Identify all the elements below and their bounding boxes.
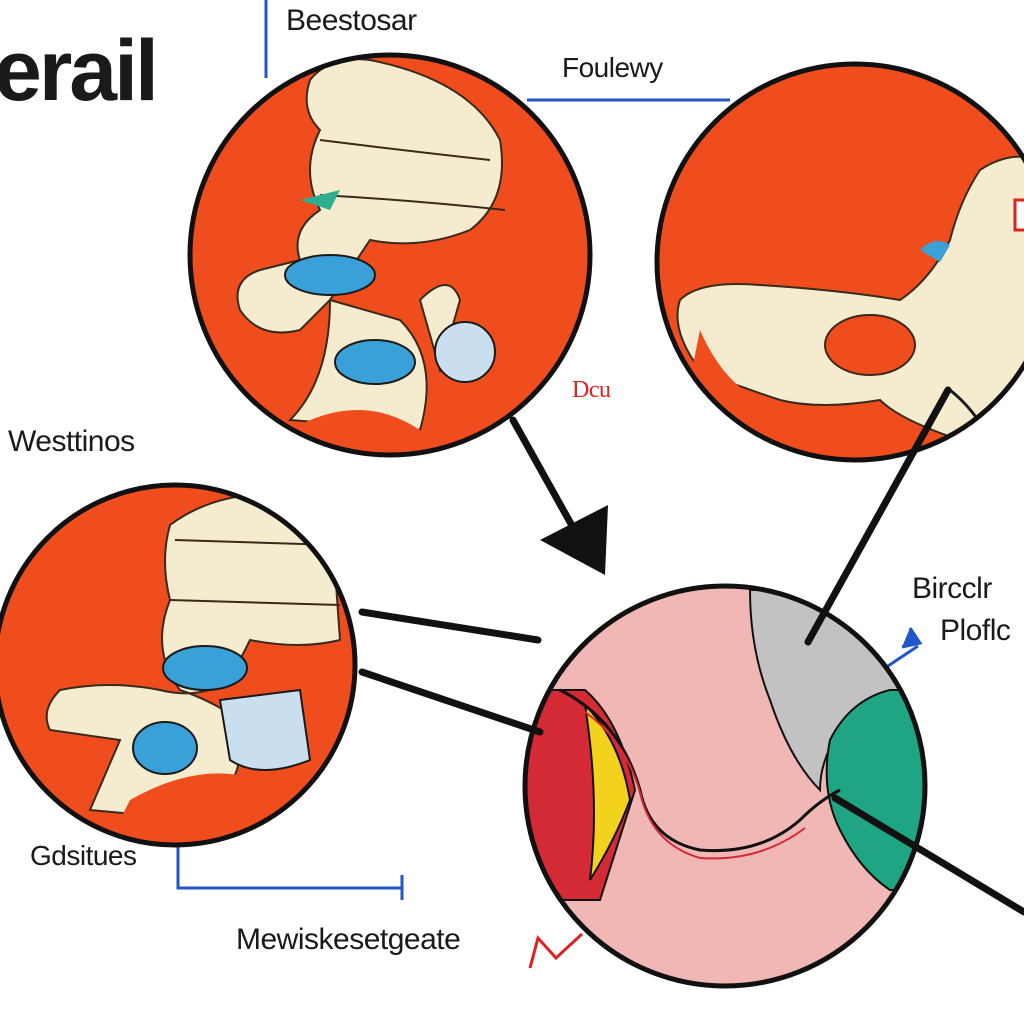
spine-circle-top-left bbox=[187, 52, 593, 458]
label-red-note: Dcu bbox=[572, 377, 611, 403]
label-right-1: Bircclr bbox=[912, 572, 992, 605]
spine-circle-top-right bbox=[654, 61, 1024, 463]
label-left-middle: Westtinos bbox=[8, 425, 135, 458]
label-top-right: Foulewy bbox=[562, 52, 663, 83]
red-squiggle bbox=[528, 932, 584, 969]
diagram-title: erail bbox=[0, 23, 159, 119]
label-right-2: Ploflc bbox=[940, 614, 1011, 647]
label-top-center: Beestosar bbox=[286, 4, 417, 37]
label-bottom-left: Gdsitues bbox=[30, 840, 137, 871]
connector-lines bbox=[176, 0, 923, 900]
arrow-head bbox=[540, 505, 608, 575]
pointer-lines bbox=[358, 386, 1024, 916]
label-bottom-center: Mewiskesetgeate bbox=[236, 923, 461, 956]
detail-circle-center bbox=[522, 583, 928, 989]
spine-circle-left bbox=[0, 482, 358, 848]
